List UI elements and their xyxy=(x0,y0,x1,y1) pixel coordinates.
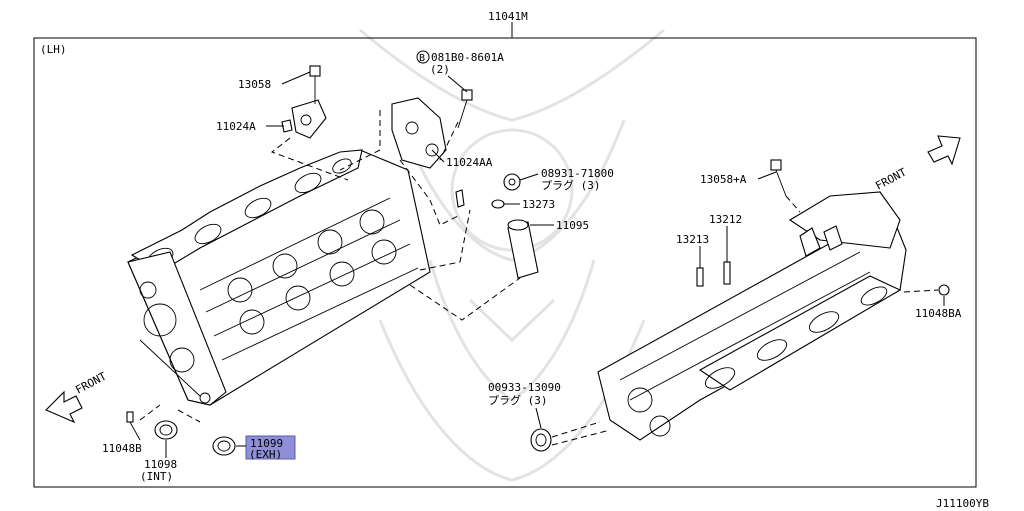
label-00933-sub: プラグ (3) xyxy=(488,393,548,407)
seal-11099 xyxy=(212,436,236,456)
label-11024A[interactable]: 11024A xyxy=(216,120,256,133)
side-note: (LH) xyxy=(40,43,67,56)
plug-08931 xyxy=(503,173,521,191)
dash-lh-8 xyxy=(139,404,161,421)
diagram-frame xyxy=(33,37,977,488)
bolt-13058 xyxy=(309,65,321,104)
dash-lh-1 xyxy=(270,137,349,181)
label-081B0-qty: (2) xyxy=(430,63,450,76)
dash-rh-2 xyxy=(903,289,939,293)
label-13213[interactable]: 13213 xyxy=(676,233,709,246)
dash-lh-3 xyxy=(399,159,461,226)
label-13273[interactable]: 13273 xyxy=(522,198,555,211)
assembly-number: 11041M xyxy=(488,10,528,23)
label-13212[interactable]: 13212 xyxy=(709,213,742,226)
label-081B0-8601A[interactable]: 081B0-8601A xyxy=(431,51,504,64)
label-00933-13090[interactable]: 00933-13090 xyxy=(488,381,561,394)
dash-lh-6 xyxy=(439,121,459,161)
front-arrow-left: FRONT xyxy=(45,369,109,424)
front-label-left: FRONT xyxy=(73,369,109,396)
label-11048B[interactable]: 11048B xyxy=(102,442,142,455)
dash-lh-7 xyxy=(177,409,201,423)
label-11099[interactable]: 11099 xyxy=(250,437,283,450)
front-label-right: FRONT xyxy=(873,165,909,192)
bolt-081B0-8601A xyxy=(457,89,473,129)
dash-lh-4 xyxy=(419,209,471,271)
label-11095[interactable]: 11095 xyxy=(556,219,589,232)
dash-rh-3 xyxy=(551,421,601,438)
pin-13212 xyxy=(723,261,731,285)
label-08931-71800[interactable]: 08931-71800 xyxy=(541,167,614,180)
lh-cylinder-head xyxy=(127,149,431,406)
rh-cylinder-head xyxy=(597,191,907,441)
dash-lh-2 xyxy=(339,110,381,171)
bolt-13058-A xyxy=(770,159,787,197)
bolt-11048B xyxy=(126,411,141,441)
label-11048BA[interactable]: 11048BA xyxy=(915,307,962,320)
seal-11098 xyxy=(154,420,178,440)
bolt-prefix-circle xyxy=(416,50,430,64)
label-11098[interactable]: 11098 xyxy=(144,458,177,471)
label-08931-sub: プラグ (3) xyxy=(541,178,601,192)
label-13058-A[interactable]: 13058+A xyxy=(700,173,747,186)
bolt-prefix: B xyxy=(419,53,425,64)
highlight-11099 xyxy=(245,435,296,460)
drawing-id: J11100YB xyxy=(936,497,989,510)
pin-13213 xyxy=(696,267,704,287)
dash-rh-1 xyxy=(785,195,801,213)
cam-bracket-11024A xyxy=(281,99,327,139)
label-13058[interactable]: 13058 xyxy=(238,78,271,91)
label-11024AA[interactable]: 11024AA xyxy=(446,156,493,169)
bolt-11048BA xyxy=(938,284,950,296)
front-arrow-right: FRONT xyxy=(873,135,961,193)
tube-11095 xyxy=(507,219,539,279)
label-11098-sub: (INT) xyxy=(140,470,173,483)
label-11099-sub: (EXH) xyxy=(249,448,282,461)
washer-13273 xyxy=(491,199,505,209)
dash-lh-5 xyxy=(409,277,521,321)
plug-00933 xyxy=(530,428,552,452)
